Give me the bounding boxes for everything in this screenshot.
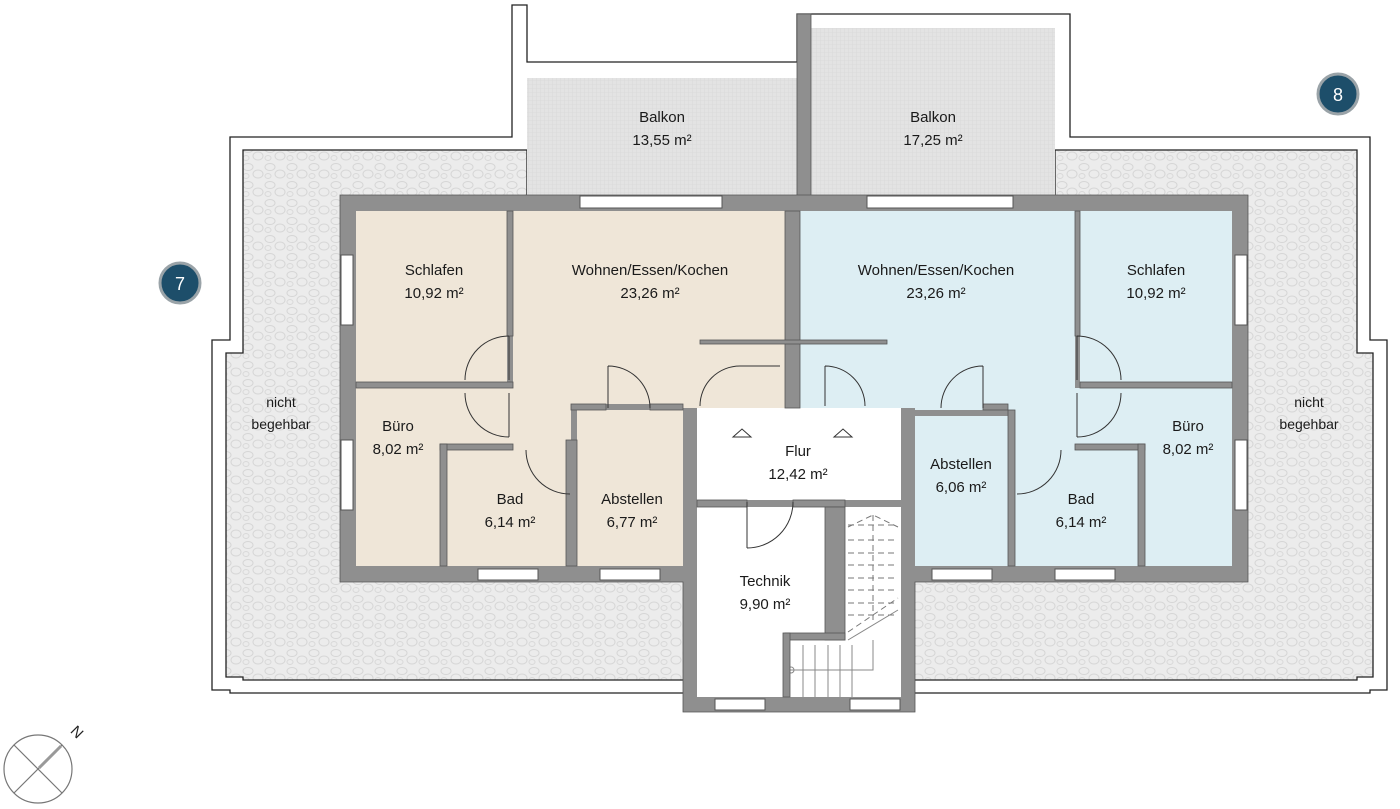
room-name: Wohnen/Essen/Kochen xyxy=(572,262,729,279)
balcony-left xyxy=(527,78,797,195)
badge-label: 8 xyxy=(1333,85,1343,105)
balcony-right-name: Balkon xyxy=(910,109,956,126)
room-abstellen-right xyxy=(915,416,1008,566)
stairs xyxy=(847,514,899,633)
room-name: Wohnen/Essen/Kochen xyxy=(858,262,1015,279)
compass-north-label: N xyxy=(67,723,87,743)
compass-icon: N xyxy=(3,723,87,804)
room-wohnen-right xyxy=(800,211,1075,440)
terrace-left-line1: nicht xyxy=(266,394,296,410)
windows xyxy=(340,195,1248,711)
room-area: 10,92 m² xyxy=(404,285,463,302)
room-area: 6,14 m² xyxy=(1056,514,1107,531)
room-area: 8,02 m² xyxy=(1163,441,1214,458)
room-buero-left xyxy=(356,388,440,566)
balcony-right-area: 17,25 m² xyxy=(903,132,962,149)
room-wohnen-left xyxy=(513,211,785,440)
interior-walls xyxy=(355,210,1233,698)
room-area: 8,02 m² xyxy=(373,441,424,458)
terrace-right-line2: begehbar xyxy=(1279,416,1339,432)
balcony-left-area: 13,55 m² xyxy=(632,132,691,149)
room-area: 6,77 m² xyxy=(607,514,658,531)
room-name: Büro xyxy=(1172,418,1204,435)
room-bad-right xyxy=(1015,450,1138,566)
room-name: Abstellen xyxy=(601,491,663,508)
doors xyxy=(464,335,1122,549)
room-name: Schlafen xyxy=(405,262,463,279)
core xyxy=(697,408,901,697)
room-name: Flur xyxy=(785,443,811,460)
terrace-right-line1: nicht xyxy=(1294,394,1324,410)
room-area: 23,26 m² xyxy=(620,285,679,302)
terrace-left-line2: begehbar xyxy=(251,416,311,432)
room-area: 10,92 m² xyxy=(1126,285,1185,302)
badge-label: 7 xyxy=(175,274,185,294)
balcony-left-name: Balkon xyxy=(639,109,685,126)
badge-7: 7 xyxy=(158,261,202,305)
stair-lower xyxy=(790,640,901,697)
room-name: Technik xyxy=(740,573,791,590)
room-schlafen-right xyxy=(1080,211,1232,382)
room-name: Bad xyxy=(1068,491,1095,508)
room-area: 6,06 m² xyxy=(936,479,987,496)
room-flur-left xyxy=(440,388,571,450)
apartment-left xyxy=(356,211,785,566)
room-area: 6,14 m² xyxy=(485,514,536,531)
ventilation-icon xyxy=(731,428,854,438)
room-area: 12,42 m² xyxy=(768,466,827,483)
badge-8: 8 xyxy=(1316,72,1360,116)
stairs-lower xyxy=(787,609,899,697)
room-area: 23,26 m² xyxy=(906,285,965,302)
room-schlafen-left xyxy=(356,211,507,382)
balcony-divider-wall xyxy=(796,13,812,210)
room-area: 9,90 m² xyxy=(740,596,791,613)
room-flur xyxy=(697,408,901,500)
room-flur-right xyxy=(1015,388,1232,566)
room-name: Bad xyxy=(497,491,524,508)
room-name: Schlafen xyxy=(1127,262,1185,279)
room-bad-left xyxy=(447,450,566,566)
balcony-right xyxy=(811,28,1055,195)
apartment-right xyxy=(800,211,1232,566)
room-name: Büro xyxy=(382,418,414,435)
room-abstellen-left xyxy=(577,410,683,566)
labels: Balkon 13,55 m² Balkon 17,25 m² nicht be… xyxy=(251,109,1339,613)
room-name: Abstellen xyxy=(930,456,992,473)
